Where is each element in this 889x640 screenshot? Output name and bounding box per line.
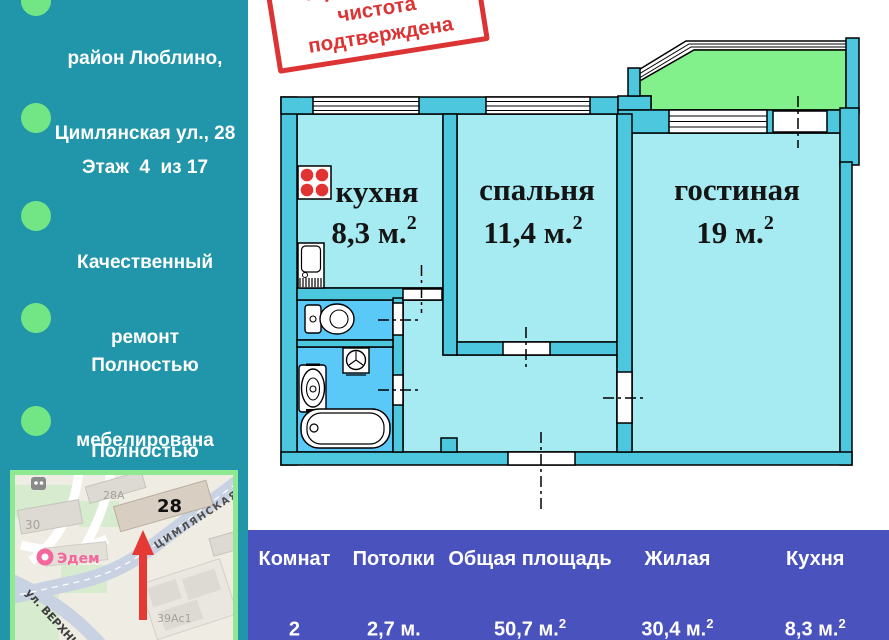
furnished-line: мебелирована bbox=[76, 430, 214, 451]
bedroom-room bbox=[456, 113, 618, 343]
map-poi-icon bbox=[31, 477, 46, 490]
renovation-line: ремонт bbox=[110, 327, 180, 348]
washing-machine-icon bbox=[342, 347, 370, 376]
info-value: 8,3 м.2 bbox=[784, 616, 846, 640]
appliances-line: Полностью bbox=[91, 441, 199, 462]
floor-line: Этаж 4 из 17 bbox=[81, 157, 209, 178]
kitchen-sink-icon bbox=[297, 242, 325, 289]
room-labels: кухня 8,3 м.2 спальня 11,4 м.2 гостиная … bbox=[331, 172, 800, 250]
map-label-30: 30 bbox=[25, 518, 40, 532]
bedroom-label: спальня bbox=[479, 172, 595, 207]
map-label-28a: 28А bbox=[103, 489, 125, 502]
map-label-edem: Эдем bbox=[57, 551, 100, 567]
livingroom-area-label: 19 м.2 bbox=[696, 212, 774, 250]
sidebar-item-furnished: Полностью мебелирована bbox=[52, 303, 238, 503]
livingroom-room bbox=[631, 132, 841, 453]
info-header: Комнат bbox=[258, 548, 331, 570]
map-label-39: 39Ас1 bbox=[157, 612, 192, 625]
info-value: 2,7 м. bbox=[366, 618, 421, 640]
bullet-icon bbox=[21, 201, 51, 231]
info-bar: Комнат 2 Потолки 2,7 м. Общая площадь 50… bbox=[248, 530, 889, 640]
map-canvas: 28А 28 30 Эдем ЦИМЛЯНСКАЯ У ул. ВЕРХНИЕ … bbox=[15, 475, 233, 640]
info-header: Потолки bbox=[352, 548, 435, 570]
address-line: район Люблино, bbox=[67, 48, 223, 69]
door-axes bbox=[378, 96, 799, 512]
sidebar-item-renovation: Качественный ремонт bbox=[52, 200, 238, 400]
floorplan: кухня 8,3 м.2 спальня 11,4 м.2 гостиная … bbox=[280, 37, 860, 512]
livingroom-label: гостиная bbox=[674, 172, 800, 207]
map-building-28 bbox=[112, 479, 214, 533]
location-arrow-icon bbox=[132, 530, 154, 620]
bullet-icon bbox=[21, 406, 51, 436]
bathroom-sink-icon bbox=[298, 363, 327, 413]
sidebar-item-floor: Этаж 4 из 17 bbox=[52, 105, 238, 230]
info-header: Кухня bbox=[786, 548, 845, 570]
stove-icon bbox=[297, 165, 332, 200]
info-col-living-area: Жилая 30,4 м.2 bbox=[613, 530, 741, 640]
balcony-door-opening bbox=[772, 110, 828, 133]
info-header: Жилая bbox=[644, 548, 711, 570]
info-col-ceilings: Потолки 2,7 м. bbox=[341, 530, 447, 640]
renovation-line: Качественный bbox=[77, 252, 213, 273]
wc-door-opening bbox=[392, 302, 404, 336]
bullet-icon bbox=[21, 0, 51, 16]
kitchen-area-label: 8,3 м.2 bbox=[331, 212, 416, 250]
map-label-28: 28 bbox=[157, 496, 182, 517]
bullet-icon bbox=[21, 303, 51, 333]
map-buildings bbox=[16, 475, 233, 640]
address-line: Цимлянская ул., 28 bbox=[54, 123, 236, 144]
info-col-kitchen-area: Кухня 8,3 м.2 bbox=[742, 530, 889, 640]
info-col-rooms: Комнат 2 bbox=[248, 530, 341, 640]
furnished-line: Полностью bbox=[91, 355, 199, 376]
map-road-secondary bbox=[15, 574, 106, 640]
fixtures bbox=[297, 165, 391, 449]
sidebar-item-address: район Люблино, Цимлянская ул., 28 bbox=[52, 0, 238, 196]
room-fills bbox=[296, 113, 841, 453]
window-mullions bbox=[313, 101, 767, 128]
location-map: 28А 28 30 Эдем ЦИМЛЯНСКАЯ У ул. ВЕРХНИЕ … bbox=[10, 470, 238, 640]
balcony bbox=[630, 40, 849, 111]
bedroom-area-label: 11,4 м.2 bbox=[483, 212, 582, 250]
info-value: 50,7 м.2 bbox=[493, 616, 567, 640]
bullet-icon bbox=[21, 103, 51, 133]
bathtub-icon bbox=[300, 408, 391, 449]
toilet-icon bbox=[304, 303, 355, 335]
info-col-total-area: Общая площадь 50,7 м.2 bbox=[447, 530, 614, 640]
kitchen-door-opening bbox=[402, 288, 443, 301]
info-header: Общая площадь bbox=[448, 548, 612, 570]
info-value: 2 bbox=[288, 618, 301, 640]
info-value: 30,4 м.2 bbox=[641, 616, 714, 640]
kitchen-label: кухня bbox=[335, 174, 418, 209]
